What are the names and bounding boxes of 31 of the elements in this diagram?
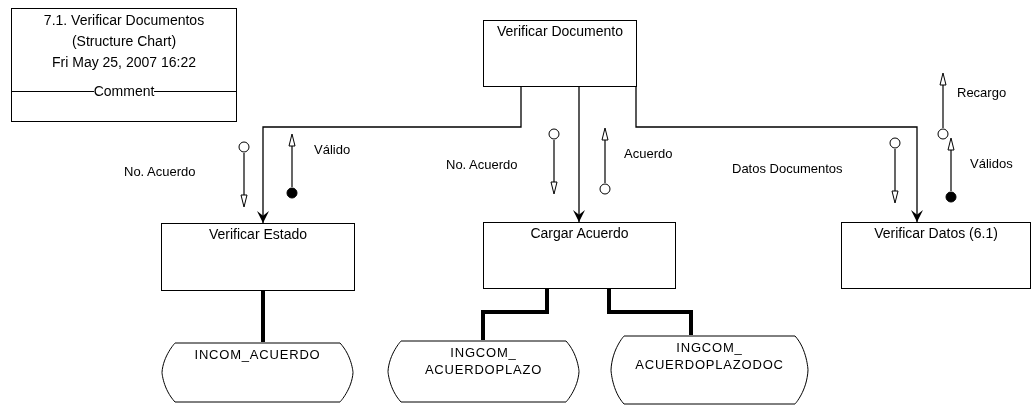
couple-label: No. Acuerdo [446,157,518,172]
data-store-shape [161,342,354,403]
module-box [483,222,676,289]
title-block [11,8,237,122]
data-access-line [481,289,549,340]
call-arrow [257,86,522,224]
data-store-shape [610,335,809,405]
call-arrow [573,86,585,223]
node-label: INCOM_ACUERDO [193,346,322,363]
module-box [841,222,1031,289]
node-label: INGCOM_ ACUERDOPLAZO [423,344,544,378]
data-store-shape [387,340,580,403]
couple-label: Acuerdo [624,146,673,161]
couple-label: No. Acuerdo [124,164,196,179]
call-arrow [635,86,923,223]
date-text: Fri May 25, 2007 16:22 [51,53,197,72]
node-label: INGCOM_ ACUERDOPLAZODOC [634,339,785,373]
chart-title: 7.1. Verificar Documentos (Structure Chart) [42,11,206,51]
node-label: Verificar Datos (6.1) [873,224,999,240]
data-access-line [607,289,693,335]
node-label: Verificar Documento [495,22,625,38]
module-box [483,20,637,87]
module-box [161,223,355,291]
couple-label: Datos Documentos [732,161,843,176]
comment-label: Comment [93,83,155,99]
couple-label: Válido [314,142,351,157]
couple-label: Válidos [970,156,1013,171]
couple-label: Recargo [957,85,1007,100]
node-label: Cargar Acuerdo [529,224,630,240]
node-label: Verificar Estado [207,225,309,241]
data-access-line [261,291,265,342]
